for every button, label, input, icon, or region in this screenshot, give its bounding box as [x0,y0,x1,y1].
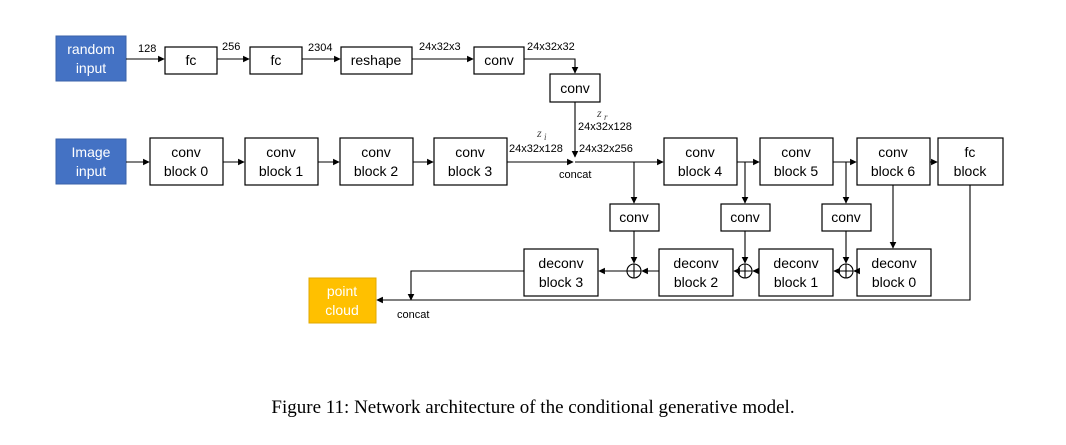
conv-block-2-node: conv block 2 [339,137,414,186]
conv-block-1-line2: block 1 [259,163,304,179]
label-256: 256 [222,41,240,53]
reshape-label: reshape [351,52,402,68]
point-cloud-node: point cloud [308,277,377,324]
svg-text:i: i [544,132,547,142]
random-input-line1: random [67,41,114,57]
conv-mid-node: conv [549,73,601,103]
point-cloud-line2: cloud [325,302,358,318]
label-24x32x32: 24x32x32 [527,41,575,53]
conv-block-1-node: conv block 1 [244,137,319,186]
svg-text:z: z [596,106,602,120]
conv-a-node: conv [609,203,660,232]
conv-block-6-line2: block 6 [871,163,916,179]
image-input-line2: input [76,163,106,179]
image-input-node: Image input [55,138,127,185]
fc2-node: fc [249,46,303,75]
fc2-label: fc [271,52,282,68]
conv-block-5-line1: conv [781,144,811,160]
conv-a-label: conv [619,209,649,225]
random-input-node: random input [55,35,127,82]
label-zr-shape: 24x32x128 [578,121,632,133]
deconv-block-2-line2: block 2 [674,274,719,290]
fc1-node: fc [164,46,218,75]
sum-node-a [626,263,642,279]
deconv-block-1-line1: deconv [773,255,818,271]
edge-fc-concat [376,185,971,304]
fc1-label: fc [186,52,197,68]
conv-block-0-line1: conv [171,144,201,160]
conv-c-node: conv [821,203,872,232]
fc-block-node: fc block [937,137,1004,186]
random-input-line2: input [76,60,106,76]
label-zi-shape: 24x32x128 [509,143,563,155]
concat-label-output: concat [397,309,429,321]
point-cloud-line1: point [327,283,357,299]
conv-top-label: conv [484,52,514,68]
deconv-block-0-line2: block 0 [872,274,917,290]
conv-block-5-node: conv block 5 [759,137,834,186]
svg-text:r: r [604,112,608,122]
conv-block-3-node: conv block 3 [433,137,508,186]
conv-block-3-line1: conv [455,144,485,160]
deconv-block-2-line1: deconv [673,255,718,271]
label-concat-shape: 24x32x256 [579,143,633,155]
conv-block-1-line1: conv [266,144,296,160]
conv-block-4-line1: conv [685,144,715,160]
concat-label: concat [559,169,591,181]
deconv-block-1-node: deconv block 1 [758,248,834,297]
conv-block-6-node: conv block 6 [856,137,931,186]
sum-node-b [737,263,753,279]
image-input-line1: Image [72,144,111,160]
deconv-block-3-line1: deconv [538,255,583,271]
reshape-node: reshape [340,46,413,75]
architecture-diagram: random input fc fc reshape conv conv 128… [55,35,1004,324]
conv-c-label: conv [831,209,861,225]
conv-block-0-line2: block 0 [164,163,209,179]
conv-mid-label: conv [560,80,590,96]
label-128: 128 [138,43,156,55]
conv-block-4-node: conv block 4 [663,137,738,186]
figure-caption: Figure 11: Network architecture of the c… [271,397,795,418]
zi-latent-label: z i [536,126,547,142]
conv-block-0-node: conv block 0 [149,137,224,186]
svg-text:z: z [536,126,542,140]
conv-b-node: conv [720,203,771,232]
conv-block-2-line1: conv [361,144,391,160]
conv-block-4-line2: block 4 [678,163,723,179]
conv-block-3-line2: block 3 [448,163,493,179]
sum-node-c [838,263,854,279]
deconv-block-3-node: deconv block 3 [523,248,599,297]
conv-block-2-line2: block 2 [354,163,399,179]
conv-top-node: conv [473,46,525,75]
deconv-block-0-line1: deconv [871,255,916,271]
deconv-block-2-node: deconv block 2 [658,248,734,297]
conv-block-6-line1: conv [878,144,908,160]
conv-b-label: conv [730,209,760,225]
fc-block-line1: fc [965,144,976,160]
deconv-block-3-line2: block 3 [539,274,584,290]
deconv-block-0-node: deconv block 0 [856,248,932,297]
deconv-block-1-line2: block 1 [774,274,819,290]
zr-latent-label: z r [596,106,608,122]
edge-conv-convmid [524,58,579,74]
label-24x32x3: 24x32x3 [419,41,461,53]
edge-deconv3-concat [407,270,524,301]
fc-block-line2: block [954,163,988,179]
conv-block-5-line2: block 5 [774,163,819,179]
label-2304: 2304 [308,42,332,54]
